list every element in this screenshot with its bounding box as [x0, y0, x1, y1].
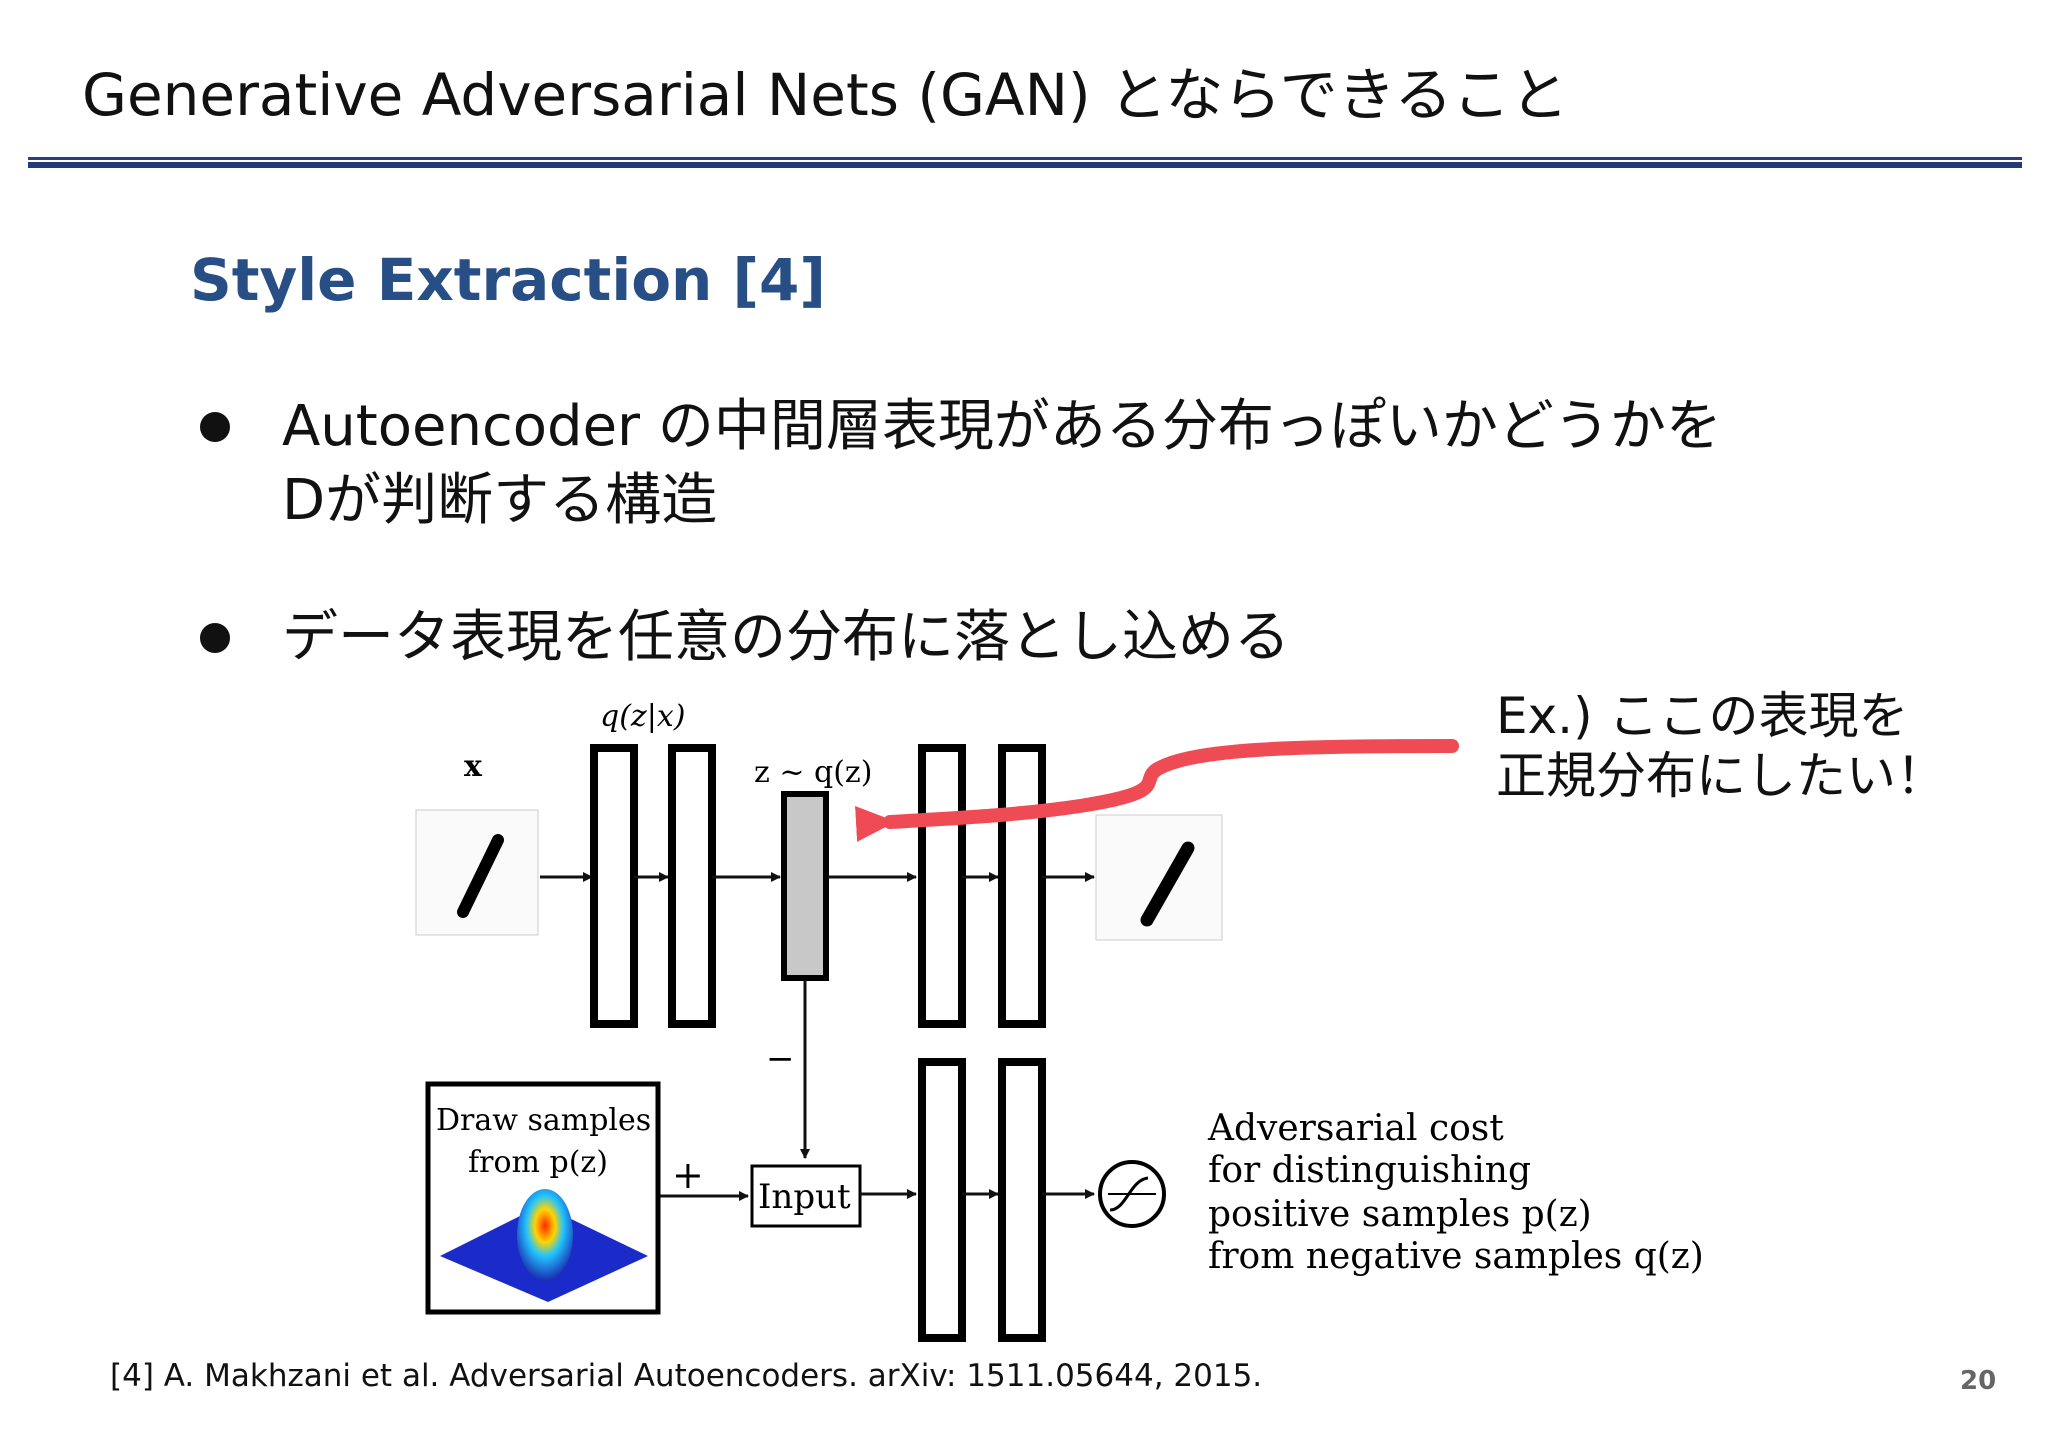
input-label: Input — [758, 1177, 851, 1217]
aae-diagram: x q(z|x) z ~ q(z) − Draw samples from p(… — [415, 699, 1704, 1342]
adversarial-cost-line: for distinguishing — [1208, 1150, 1531, 1191]
bullet-text: Autoencoder の中間層表現がある分布っぽいかどうかを Dが判断する構造 — [282, 390, 1722, 538]
title-divider-thick — [28, 162, 2022, 168]
page-number: 20 — [1960, 1366, 1997, 1396]
slide-title: Generative Adversarial Nets (GAN) とならできる… — [82, 61, 1569, 129]
prior-label-line1: Draw samples — [436, 1103, 651, 1138]
adversarial-cost-line: from negative samples q(z) — [1208, 1236, 1704, 1277]
discriminator-layer — [918, 1058, 966, 1342]
gaussian-surface-image — [440, 1189, 648, 1302]
bullet-line: データ表現を任意の分布に落とし込める — [282, 605, 1290, 670]
callout-text: Ex.) ここの表現を 正規分布にしたい！ — [1496, 686, 1946, 806]
latent-label: z ~ q(z) — [754, 755, 872, 790]
citation-footnote: [4] A. Makhzani et al. Adversarial Autoe… — [110, 1358, 1263, 1394]
x-label: x — [464, 749, 483, 784]
discriminator-input-box — [750, 1164, 862, 1228]
bullet-line: Autoencoder の中間層表現がある分布っぽいかどうかを — [282, 394, 1722, 459]
sigmoid-icon — [1098, 1160, 1166, 1228]
prior-label-line2: from p(z) — [468, 1145, 608, 1180]
callout-line: Ex.) ここの表現を — [1496, 687, 1909, 745]
section-heading: Style Extraction [4] — [190, 246, 826, 314]
minus-sign: − — [766, 1039, 795, 1079]
output-digit-image — [1095, 814, 1223, 941]
bullet-text: データ表現を任意の分布に落とし込める — [282, 601, 1290, 675]
bullet-dot — [200, 412, 230, 442]
encoder-label: q(z|x) — [600, 699, 685, 734]
bullet-line: Dが判断する構造 — [282, 468, 718, 533]
callout-arrow — [855, 739, 1459, 842]
plus-sign: + — [672, 1153, 704, 1197]
latent-code-box — [781, 791, 829, 981]
decoder-layer — [998, 744, 1046, 1028]
adversarial-cost-line: Adversarial cost — [1207, 1108, 1504, 1149]
discriminator-layer — [998, 1058, 1046, 1342]
bullet-dot — [200, 623, 230, 653]
input-digit-image — [415, 809, 539, 936]
callout-line: 正規分布にしたい！ — [1496, 747, 1946, 805]
encoder-layer — [590, 744, 638, 1028]
encoder-layer — [668, 744, 716, 1028]
decoder-layer — [918, 744, 966, 1028]
title-divider — [28, 157, 2022, 160]
adversarial-cost-line: positive samples p(z) — [1208, 1194, 1592, 1235]
